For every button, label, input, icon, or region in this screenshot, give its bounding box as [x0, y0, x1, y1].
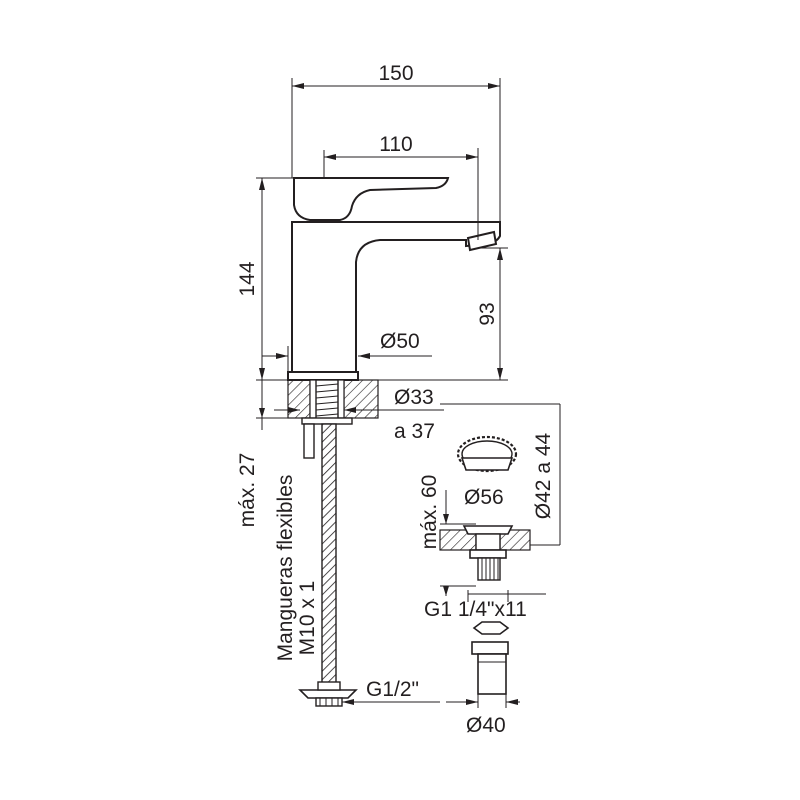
base-diameter-label: Ø50: [380, 330, 420, 353]
hole-diameter-label-2: a 37: [394, 420, 435, 443]
dimension-144: 144: [236, 177, 294, 381]
dimension-110: 110: [323, 133, 479, 240]
deck-section: [287, 379, 379, 425]
dimension-g12: G1/2": [342, 678, 440, 705]
dimension-g114: G1 1/4"x11: [424, 590, 546, 621]
faucet-body: [291, 177, 501, 375]
deck-thickness-label: máx. 27: [236, 453, 259, 528]
height-total-label: 144: [236, 261, 259, 296]
hole-diameter-label-1: Ø33: [394, 386, 434, 409]
hose-connection-label: G1/2": [366, 678, 419, 701]
flexible-hoses: [298, 423, 358, 707]
drain-cap: [456, 435, 518, 473]
dimension-150: 150: [291, 62, 501, 222]
drain-top-diameter-label: Ø56: [464, 486, 504, 509]
drain-tailpiece: [471, 621, 510, 695]
dimension-max60: máx. 60: [418, 475, 476, 596]
dimension-o33-37: Ø33 a 37: [274, 386, 444, 443]
spout-reach-label: 110: [379, 133, 412, 156]
dimension-93: 93: [378, 247, 508, 381]
drain-flange-section: [439, 525, 531, 581]
drain-body-diameter-label: Ø40: [466, 714, 506, 737]
dimension-max27: máx. 27: [236, 380, 288, 527]
drain-hole-diameter-label: Ø42 a 44: [532, 432, 555, 519]
spout-height-label: 93: [476, 302, 499, 325]
dimension-o42-44: Ø42 a 44: [440, 403, 561, 546]
drain-max-label-1: máx. 60: [418, 475, 441, 550]
dimension-o40: Ø40: [446, 694, 520, 737]
width-overall-label: 150: [378, 62, 413, 85]
dimension-o50: Ø50: [262, 330, 432, 372]
drain-thread-label: G1 1/4"x11: [424, 598, 527, 621]
hoses-label: Mangueras flexibles: [274, 475, 297, 662]
base-ring: [287, 371, 359, 381]
hoses-thread-label: M10 x 1: [296, 581, 319, 656]
